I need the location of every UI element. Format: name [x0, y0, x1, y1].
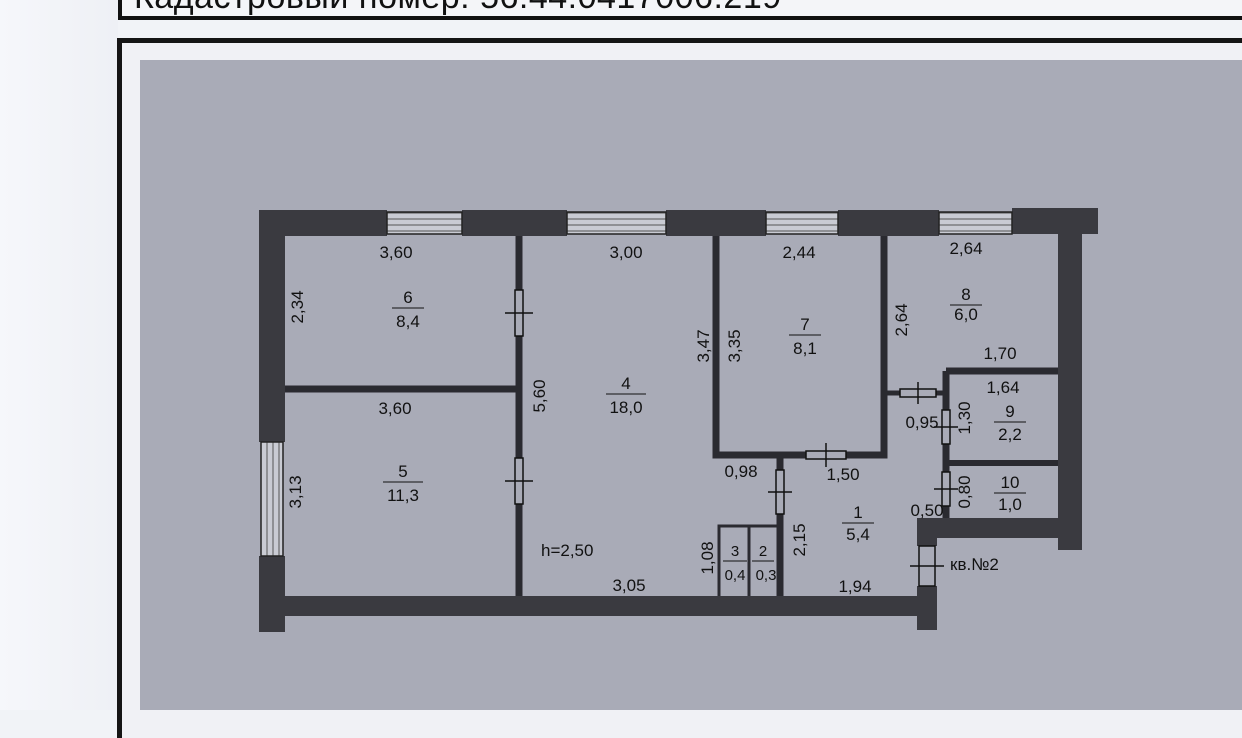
wall-entry-left: [917, 518, 937, 546]
room-1: 1 5,4: [842, 503, 874, 544]
room-9: 9 2,2: [994, 402, 1026, 444]
wall-top-2: [462, 210, 567, 236]
wall-top-3: [666, 210, 766, 236]
svg-text:1: 1: [853, 503, 862, 522]
header-box: Кадастровый номер: 56:44:0417006:219: [118, 0, 1242, 20]
svg-text:7: 7: [800, 315, 809, 334]
window-room6: [386, 211, 463, 235]
room-4: 4 18,0: [606, 374, 646, 417]
dimensions: 3,60 3,00 2,44 2,64 2,34 3,60 3,13 5,60 …: [286, 239, 1020, 596]
wall-room7: [712, 236, 888, 459]
svg-text:2,2: 2,2: [998, 425, 1022, 444]
svg-text:8: 8: [961, 285, 970, 304]
room-3: 3 0,4: [723, 543, 747, 584]
dim-7-height-outer: 3,47: [694, 329, 713, 362]
dim-closet-height: 1,08: [698, 541, 717, 574]
dim-9-width: 1,64: [986, 378, 1019, 397]
outer-walls: [259, 208, 1098, 632]
dim-door-9: 0,95: [905, 413, 938, 432]
window-room7: [765, 211, 839, 235]
svg-text:8,1: 8,1: [793, 339, 817, 358]
svg-text:1,0: 1,0: [998, 495, 1022, 514]
svg-text:6,0: 6,0: [954, 305, 978, 324]
doors: [505, 289, 958, 587]
dim-7-width: 2,44: [782, 243, 815, 262]
dim-1-upper-left: 0,98: [724, 462, 757, 481]
window-room5: [260, 441, 284, 557]
dim-10-height: 0,80: [955, 475, 974, 508]
room-10: 10 1,0: [994, 473, 1026, 514]
wall-left-2: [259, 556, 285, 632]
dim-6-height: 2,34: [288, 290, 307, 323]
ceiling-height: h=2,50: [541, 541, 593, 560]
svg-text:0,4: 0,4: [725, 567, 746, 584]
apartment-label: кв.№2: [950, 555, 999, 574]
svg-text:3: 3: [731, 543, 739, 560]
dim-8-height: 2,64: [892, 303, 911, 336]
wall-bottom: [259, 596, 919, 616]
wall-bottom-corner: [917, 586, 937, 630]
dim-4-width: 3,00: [609, 243, 642, 262]
svg-text:5,4: 5,4: [846, 525, 870, 544]
window-room8: [938, 211, 1013, 235]
cadastral-number: Кадастровый номер: 56:44:0417006:219: [134, 0, 782, 16]
dim-1-height: 2,15: [790, 523, 809, 556]
room-labels: 6 8,4 5 11,3 4 18,0 7 8,1 8 6,0 9 2,2: [383, 285, 1026, 584]
wall-top-4: [838, 210, 939, 236]
svg-text:2: 2: [759, 543, 767, 560]
svg-text:0,3: 0,3: [756, 567, 777, 584]
svg-text:18,0: 18,0: [609, 398, 642, 417]
room-8: 8 6,0: [950, 285, 982, 324]
room-5: 5 11,3: [383, 462, 423, 505]
svg-text:6: 6: [403, 288, 412, 307]
dim-entry-offset: 0,50: [910, 501, 943, 520]
dim-5-width: 3,60: [378, 399, 411, 418]
dim-7-height-inner: 3,35: [725, 329, 744, 362]
dim-4-bottom: 3,05: [612, 576, 645, 595]
dim-4-height: 5,60: [530, 379, 549, 412]
room-6: 6 8,4: [392, 288, 424, 331]
room-2: 2 0,3: [752, 543, 776, 584]
paper-margin: [0, 0, 118, 710]
floor-plan: 3,60 3,00 2,44 2,64 2,34 3,60 3,13 5,60 …: [259, 208, 1098, 632]
dim-5-height: 3,13: [286, 475, 305, 508]
dim-9-height: 1,30: [955, 401, 974, 434]
dim-1-upper: 1,50: [826, 465, 859, 484]
window-room4: [566, 211, 667, 235]
dim-8-bottom: 1,70: [983, 344, 1016, 363]
wall-closets: [717, 524, 780, 596]
svg-text:11,3: 11,3: [387, 486, 419, 505]
room-7: 7 8,1: [789, 315, 821, 358]
svg-text:9: 9: [1005, 402, 1014, 421]
wall-top-5: [1012, 208, 1098, 234]
windows: [260, 211, 1013, 557]
wall-right: [1058, 208, 1082, 550]
svg-text:5: 5: [398, 462, 407, 481]
wall-left-1: [259, 210, 285, 442]
wall-entry-top: [917, 518, 1058, 538]
svg-text:10: 10: [1001, 473, 1020, 492]
dim-8-width: 2,64: [949, 239, 982, 258]
svg-text:8,4: 8,4: [396, 312, 420, 331]
svg-text:4: 4: [621, 374, 630, 393]
dim-6-width: 3,60: [379, 243, 412, 262]
dim-1-bottom: 1,94: [838, 577, 871, 596]
